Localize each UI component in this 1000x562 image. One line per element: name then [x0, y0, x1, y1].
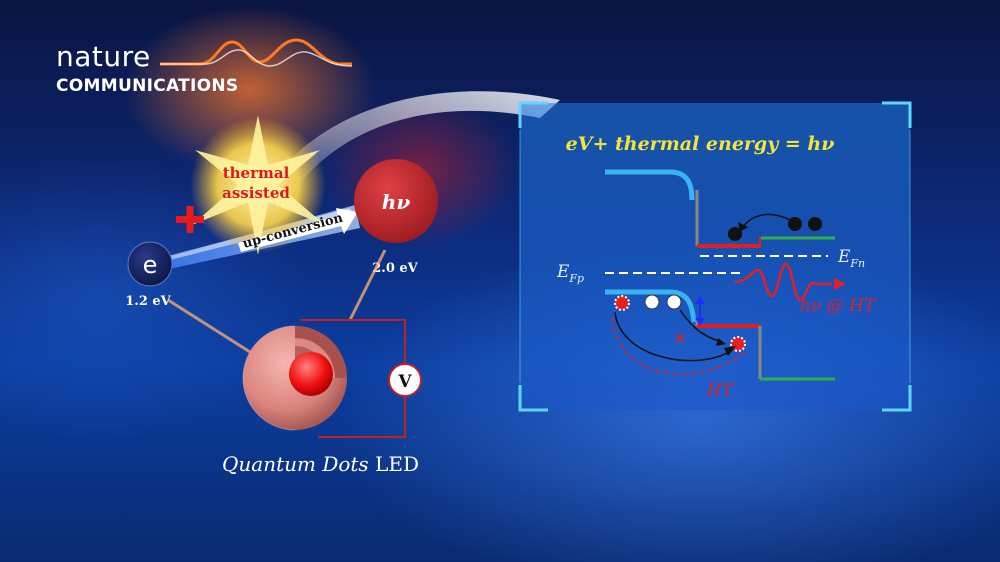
- panel-frame-edges: [519, 130, 911, 383]
- emission-label: hν @ HT: [800, 296, 877, 316]
- quantum-dot-icon: [242, 325, 347, 431]
- caption-led: LED: [368, 452, 419, 476]
- hole-thermal-arrowhead: [724, 346, 736, 356]
- electron-sphere: [127, 241, 173, 287]
- energy-equation: eV+ thermal energy = hν: [566, 133, 835, 155]
- barrier-double-arrow-icon: [695, 296, 705, 326]
- caption-quantum-dots: Quantum Dots: [222, 452, 369, 476]
- hole-thermal-path: [614, 311, 733, 362]
- valence-band-left: [605, 289, 697, 323]
- thermal-label-line1: thermal: [223, 164, 290, 182]
- plus-icon: [176, 206, 204, 233]
- device-caption: Quantum Dots LED: [222, 452, 419, 476]
- panel-frame-corners: [518, 101, 912, 412]
- fermi-level-p-label: EFp: [556, 262, 584, 285]
- connection-line-photon: [348, 249, 387, 321]
- conduction-band-left: [605, 169, 695, 201]
- electron-hop-arrow: [741, 213, 791, 229]
- electron-symbol: e: [143, 251, 158, 279]
- thermal-label-line2: assisted: [222, 184, 290, 202]
- voltmeter-icon: [388, 363, 422, 397]
- hole-dot: [666, 294, 682, 310]
- photon-sphere: [354, 159, 438, 243]
- electron-dot: [808, 217, 822, 231]
- ht-label: HT: [706, 381, 735, 401]
- hole-dot: [614, 295, 630, 311]
- thermal-burst: [190, 115, 326, 255]
- voltmeter-label: V: [397, 372, 412, 392]
- photon-wave-icon: [734, 262, 832, 302]
- logo-wave-icon: [160, 38, 353, 67]
- hole-blocked-arrowhead: [716, 338, 726, 346]
- fermi-level-n-label: EFn: [837, 247, 865, 270]
- hole-blocked-path: [679, 309, 723, 343]
- ht-dashed-path: [611, 317, 745, 376]
- upconversion-arrow-icon: [238, 208, 358, 252]
- logo-communications: COMMUNICATIONS: [56, 76, 239, 96]
- blocked-x-icon: ×: [674, 329, 687, 347]
- photon-energy: 2.0 eV: [372, 261, 418, 276]
- electron-dot: [728, 227, 742, 241]
- photon-arrowhead: [834, 278, 846, 290]
- photon-symbol: hν: [382, 190, 411, 214]
- electron-energy: 1.2 eV: [125, 294, 171, 309]
- hole-dot: [644, 294, 660, 310]
- connection-line-electron: [167, 298, 251, 354]
- logo-nature: nature: [56, 40, 151, 73]
- electron-dot: [788, 217, 802, 231]
- electron-hop-arrowhead: [738, 222, 748, 232]
